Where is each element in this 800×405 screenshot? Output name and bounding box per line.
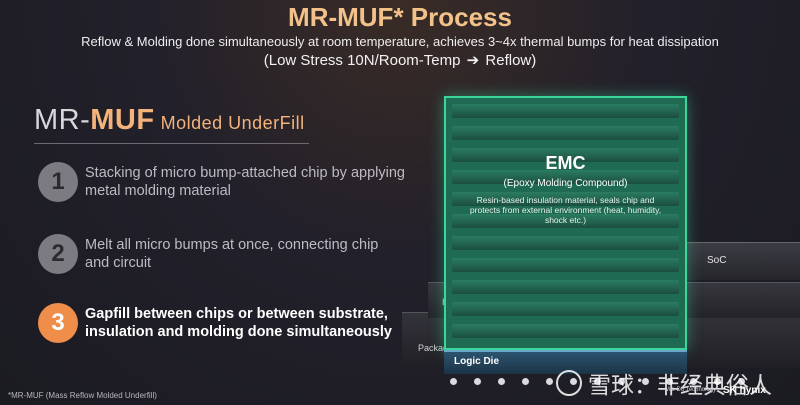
dram-layer: [452, 148, 679, 162]
dram-layer: [452, 104, 679, 118]
dram-layer: [452, 280, 679, 294]
emc-label: EMC (Epoxy Molding Compound) Resin-based…: [446, 153, 685, 225]
solder-bump: [474, 378, 481, 385]
dram-layer: [452, 214, 679, 228]
page-title: MR-MUF* Process: [288, 2, 512, 32]
step-text: Melt all micro bumps at once, connecting…: [85, 237, 379, 271]
heading-divider: [34, 143, 309, 144]
dram-layer: [452, 324, 679, 338]
step-number: 1: [38, 162, 78, 202]
solder-bump: [522, 378, 529, 385]
soc-chip: SoC: [687, 242, 800, 280]
dram-layer: [452, 302, 679, 316]
watermark-text: 雪球：非经典俗人: [588, 372, 772, 398]
process-condition: (Low Stress 10N/Room-Temp ➔ Reflow): [0, 51, 800, 69]
emc-stack: EMC (Epoxy Molding Compound) Resin-based…: [444, 96, 687, 350]
step-text: Stacking of micro bump-attached chip by …: [85, 165, 405, 199]
solder-bump: [714, 378, 721, 385]
hbm-package-illustration: Package Substrate Interposer SoC EMC (Ep…: [390, 90, 800, 405]
solder-bump: [594, 378, 601, 385]
brand-logo: SK hynix: [723, 385, 766, 396]
emc-description: Resin-based insulation material, seals c…: [469, 195, 662, 225]
condition-right: Reflow): [485, 52, 537, 69]
emc-title: EMC: [545, 153, 586, 173]
brand-tagline: We Do Technology: [666, 387, 717, 393]
heading-suffix: Molded UnderFill: [160, 113, 305, 133]
watermark: 雪球：非经典俗人: [556, 366, 772, 400]
solder-bump: [690, 378, 697, 385]
arrow-right-icon: ➔: [466, 52, 480, 69]
condition-left: (Low Stress 10N/Room-Temp: [263, 52, 461, 69]
page-subtitle: Reflow & Molding done simultaneously at …: [81, 34, 719, 49]
step-text: Gapfill between chips or between substra…: [85, 306, 392, 340]
heading-prefix: MR-: [34, 104, 91, 136]
dram-layer: [452, 126, 679, 140]
dram-layer: [452, 170, 679, 184]
solder-bump: [498, 378, 505, 385]
solder-bump: [642, 378, 649, 385]
step-number: 2: [38, 234, 78, 274]
snowball-icon: [556, 370, 582, 396]
footnote: *MR-MUF (Mass Reflow Molded Underfill): [8, 391, 157, 400]
solder-bump: [546, 378, 553, 385]
solder-bump: [666, 378, 673, 385]
solder-bump: [618, 378, 625, 385]
solder-bump: [450, 378, 457, 385]
dram-layer: [452, 258, 679, 272]
step-number: 3: [38, 303, 78, 343]
solder-bump: [738, 378, 745, 385]
dram-layer: [452, 192, 679, 206]
heading-muf: MUF: [90, 104, 155, 136]
dram-layer: [452, 236, 679, 250]
emc-subtitle: (Epoxy Molding Compound): [503, 178, 628, 189]
